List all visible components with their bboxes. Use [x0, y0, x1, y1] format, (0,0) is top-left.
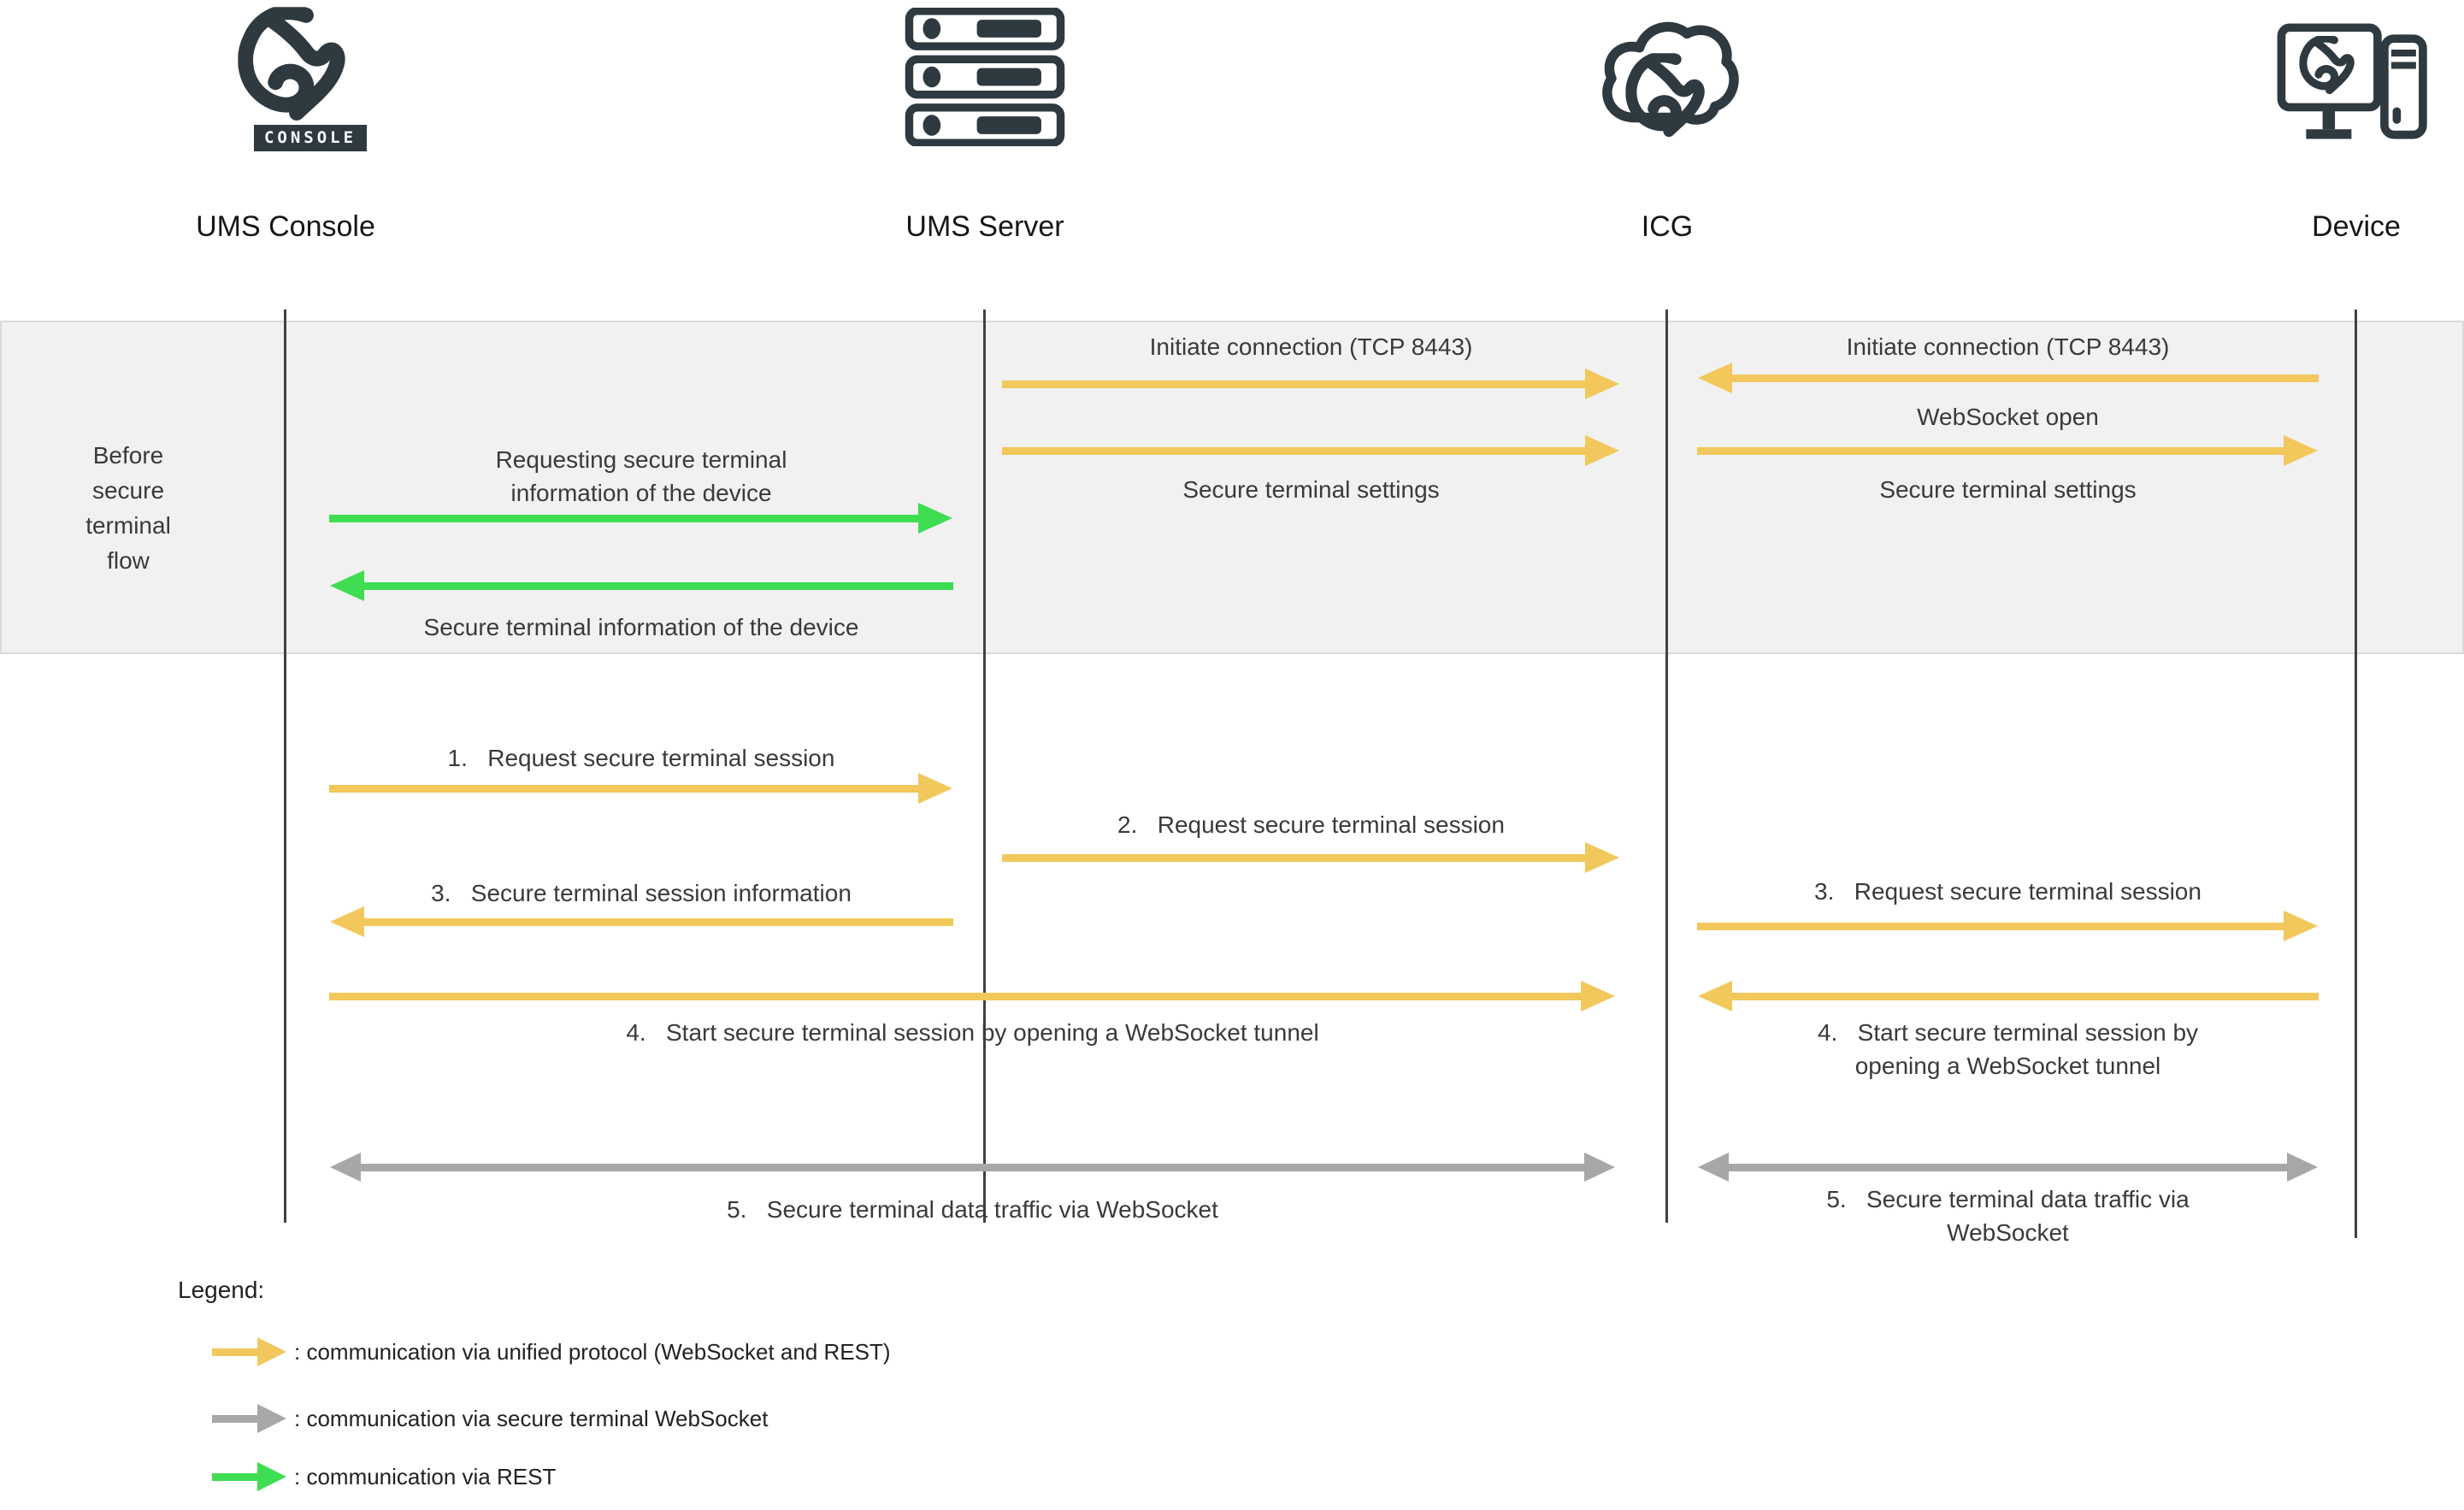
label-initiate-connection-server-icg: Initiate connection (TCP 8443): [1149, 333, 1473, 360]
phase-band-line: Before: [92, 442, 164, 469]
entity-label-device: Device: [2312, 210, 2401, 243]
label-step1: 1. Request secure terminal session: [447, 745, 835, 771]
arrow-step4-device-to-icg: [1698, 981, 2319, 1012]
lifeline-ums-server: [983, 310, 986, 1223]
legend-gray-arrow-icon: [212, 1404, 286, 1433]
lifeline-device: [2355, 310, 2357, 1238]
arrow-request-info-console-to-server: [329, 503, 952, 534]
label-line: Requesting secure terminal: [495, 446, 787, 473]
device-icon: [2277, 23, 2427, 139]
legend-item-rest: : communication via REST: [294, 1464, 557, 1489]
arrow-secure-terminal-settings-server-to-icg: [1002, 435, 1619, 466]
label-step5-device: 5. Secure terminal data traffic via WebS…: [1697, 1183, 2319, 1249]
label-secure-terminal-settings-icg-device: Secure terminal settings: [1879, 476, 2137, 503]
label-line: 5. Secure terminal data traffic via: [1826, 1186, 2190, 1212]
lifeline-ums-console: [284, 310, 286, 1223]
ums-console-logo-icon: [221, 7, 372, 125]
label-secure-terminal-info-of-device: Secure terminal information of the devic…: [423, 614, 859, 640]
phase-band-line: flow: [107, 547, 150, 574]
label-step3-console: 3. Secure terminal session information: [431, 880, 852, 906]
icg-cloud-icon: [1602, 21, 1739, 154]
phase-band-line: terminal: [85, 512, 171, 539]
legend-yellow-arrow-icon: [212, 1337, 286, 1366]
label-initiate-connection-device-icg: Initiate connection (TCP 8443): [1846, 333, 2170, 360]
label-secure-terminal-settings-server-icg: Secure terminal settings: [1182, 476, 1440, 503]
arrow-step2-server-to-icg: [1002, 842, 1619, 873]
legend-item-secure-terminal-websocket: : communication via secure terminal WebS…: [294, 1406, 769, 1431]
arrow-step1-console-to-server: [329, 773, 952, 804]
label-websocket-open: WebSocket open: [1917, 404, 2099, 430]
label-step4-device: 4. Start secure terminal session by open…: [1697, 1016, 2319, 1082]
label-line: information of the device: [510, 480, 772, 506]
legend-item-unified-protocol: : communication via unified protocol (We…: [294, 1339, 891, 1365]
label-step4-tunnel: 4. Start secure terminal session by open…: [626, 1019, 1319, 1046]
arrow-initiate-connection-device-to-icg: [1698, 363, 2319, 393]
entity-label-ums-console: UMS Console: [196, 210, 375, 243]
phase-band-line: secure: [91, 477, 165, 504]
label-step3-device: 3. Request secure terminal session: [1814, 878, 2202, 905]
ums-server-icon: [905, 8, 1065, 146]
label-line: opening a WebSocket tunnel: [1854, 1053, 2161, 1079]
arrow-initiate-connection-server-to-icg: [1002, 369, 1619, 399]
phase-band: [0, 321, 2464, 654]
arrow-step5-console-icg-websocket: [330, 1153, 1615, 1182]
arrow-info-server-to-console: [330, 570, 953, 601]
entity-label-icg: ICG: [1641, 210, 1694, 243]
arrow-step3-server-to-console: [330, 906, 953, 937]
arrow-step5-icg-device-websocket: [1698, 1153, 2318, 1182]
label-requesting-secure-terminal-info: Requesting secure terminal information o…: [329, 443, 953, 510]
label-line: 4. Start secure terminal session by: [1817, 1019, 2199, 1046]
phase-band-label: Before secure terminal flow: [34, 438, 222, 578]
entity-label-ums-server: UMS Server: [905, 210, 1064, 243]
arrow-step4-console-to-icg: [329, 981, 1615, 1012]
legend-green-arrow-icon: [212, 1462, 286, 1491]
legend-title: Legend:: [178, 1277, 265, 1303]
label-step2: 2. Request secure terminal session: [1117, 811, 1505, 838]
label-step5-traffic: 5. Secure terminal data traffic via WebS…: [727, 1196, 1218, 1223]
console-badge: CONSOLE: [254, 125, 367, 151]
lifeline-icg: [1665, 310, 1668, 1223]
arrow-step3-icg-to-device: [1697, 911, 2318, 941]
arrow-secure-terminal-settings-icg-to-device: [1697, 435, 2318, 466]
label-line: WebSocket: [1947, 1219, 2069, 1246]
